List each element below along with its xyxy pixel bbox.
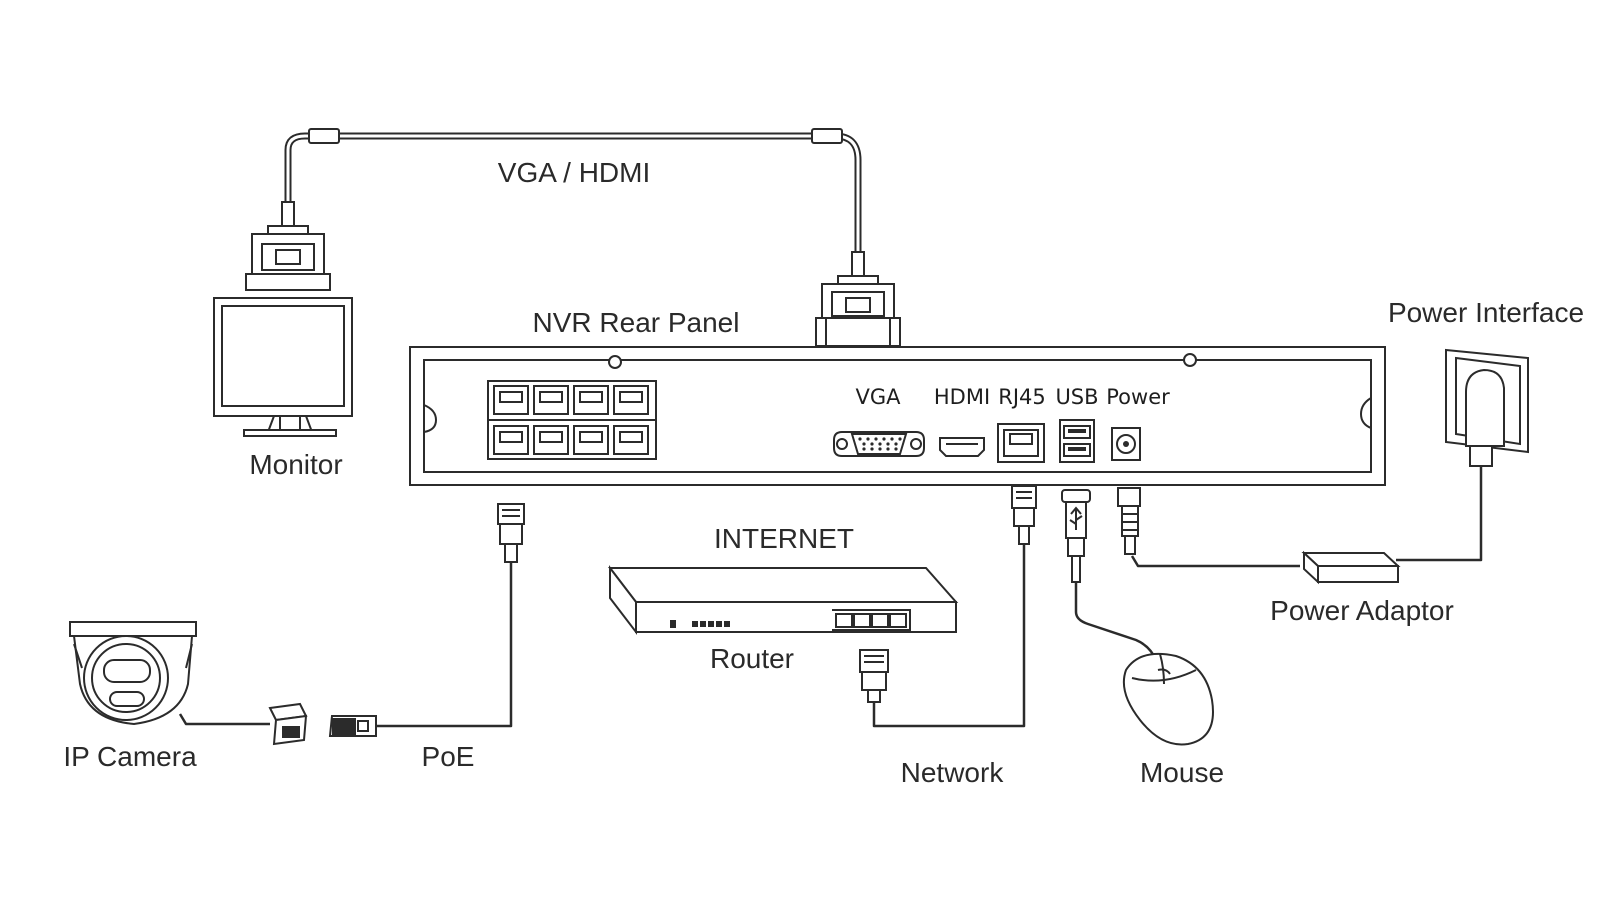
hdmi-port <box>939 437 985 457</box>
power-plug-nvr <box>1117 487 1141 555</box>
rj45-port <box>997 423 1045 463</box>
usb-port <box>1059 419 1095 463</box>
vga-port <box>833 431 925 457</box>
mouse-label: Mouse <box>1140 757 1224 788</box>
internet-label: INTERNET <box>714 523 854 554</box>
nvr-rear-panel-label: NVR Rear Panel <box>533 307 740 338</box>
power-port <box>1111 427 1141 461</box>
poe-cable <box>178 503 525 746</box>
monitor <box>213 297 353 437</box>
rj45-port-label: RJ45 <box>998 385 1046 409</box>
power-adaptor-label: Power Adaptor <box>1270 595 1454 626</box>
nvr-rear-panel <box>409 346 1386 486</box>
power-port-label: Power <box>1106 385 1170 409</box>
network-label: Network <box>901 757 1005 788</box>
monitor-label: Monitor <box>249 449 342 480</box>
usb-port-label: USB <box>1055 385 1098 409</box>
poe-label: PoE <box>422 741 475 772</box>
power-interface-label: Power Interface <box>1388 297 1584 328</box>
rj45-plug-poe <box>497 503 525 563</box>
power-interface-outlet <box>1445 348 1529 467</box>
vga-port-label: VGA <box>855 385 901 409</box>
router-label: Router <box>710 643 794 674</box>
network-cable <box>859 485 1037 728</box>
vga-hdmi-cable <box>281 128 865 279</box>
vga-hdmi-label: VGA / HDMI <box>498 157 650 188</box>
mouse-cable <box>1061 489 1158 661</box>
rj45-plug-nvr <box>1011 485 1037 545</box>
rj45-plug-router <box>859 649 889 703</box>
ip-camera-label: IP Camera <box>63 741 197 772</box>
router <box>607 565 959 635</box>
hdmi-port-label: HDMI <box>934 385 990 409</box>
camera-network-connector <box>268 702 308 746</box>
vga-connector-nvr <box>815 275 901 347</box>
poe-port-block <box>487 380 657 460</box>
ip-camera <box>69 621 197 726</box>
poe-injector <box>328 715 377 737</box>
mouse <box>1122 652 1214 746</box>
power-cable <box>1117 466 1483 585</box>
power-adaptor <box>1301 550 1401 585</box>
vga-connector-monitor <box>245 225 331 291</box>
